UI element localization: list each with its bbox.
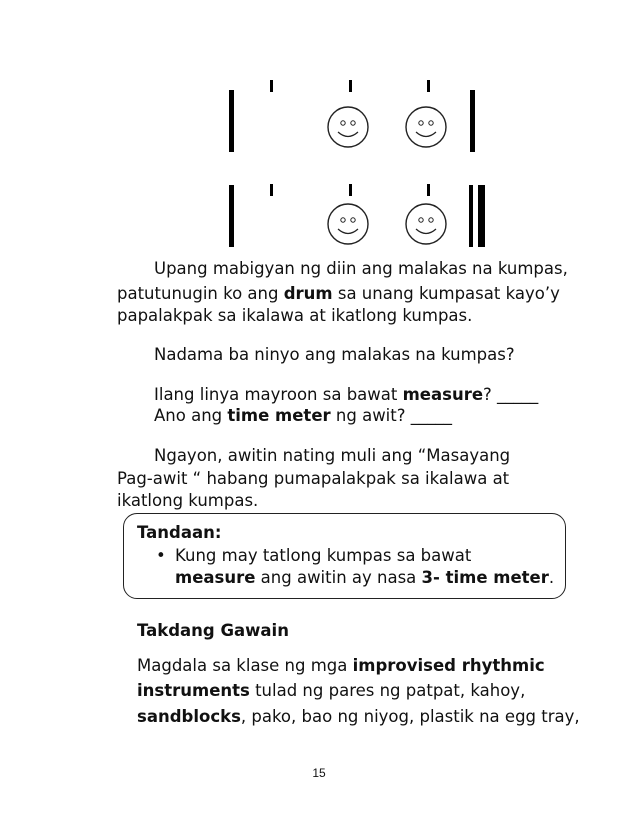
beat-tick-2-row2 (349, 184, 352, 196)
tandaan-bullet: • (156, 546, 166, 565)
question-1: Nadama ba ninyo ang malakas na kumpas? (154, 345, 515, 364)
tandaan-line-1: Kung may tatlong kumpas sa bawat (175, 546, 472, 565)
takdang-gawain-line-3: sandblocks, pako, bao ng niyog, plastik … (137, 707, 580, 726)
beat-tick-1-row1 (270, 80, 273, 92)
barline-left-row2 (229, 185, 234, 247)
takdang-gawain-title: Takdang Gawain (137, 621, 289, 640)
beat-tick-1-row2 (270, 184, 273, 196)
double-barline-thick (478, 185, 485, 247)
beat-tick-3-row1 (427, 80, 430, 92)
barline-right-row1 (470, 90, 475, 152)
paragraph-1-line-2: patutunugin ko ang drum sa unang kumpasa… (117, 284, 560, 303)
takdang-gawain-line-2: instruments tulad ng pares ng patpat, ka… (137, 681, 526, 700)
paragraph-2-line-3: ikatlong kumpas. (117, 491, 259, 510)
question-3: Ano ang time meter ng awit? _____ (154, 406, 452, 425)
smiley-face-icon (405, 203, 447, 245)
barline-left-row1 (229, 90, 234, 152)
paragraph-2-line-1: Ngayon, awitin nating muli ang “Masayang (154, 446, 511, 465)
page-number: 15 (312, 766, 326, 780)
takdang-gawain-line-1: Magdala sa klase ng mga improvised rhyth… (137, 656, 545, 675)
smiley-face-icon (327, 203, 369, 245)
beat-tick-3-row2 (427, 184, 430, 196)
tandaan-title: Tandaan: (137, 523, 222, 542)
paragraph-1-line-3: papalakpak sa ikalawa at ikatlong kumpas… (117, 306, 473, 325)
tandaan-box (123, 513, 566, 599)
smiley-face-icon (405, 106, 447, 148)
paragraph-1-line-1: Upang mabigyan ng diin ang malakas na ku… (154, 259, 568, 278)
beat-tick-2-row1 (349, 80, 352, 92)
drum-bold: drum (283, 284, 333, 303)
tandaan-line-2: measure ang awitin ay nasa 3- time meter… (175, 568, 555, 587)
question-2: Ilang linya mayroon sa bawat measure? __… (154, 385, 539, 404)
smiley-face-icon (327, 106, 369, 148)
paragraph-2-line-2: Pag-awit “ habang pumapalakpak sa ikalaw… (117, 469, 510, 488)
double-barline-thin (469, 185, 473, 247)
